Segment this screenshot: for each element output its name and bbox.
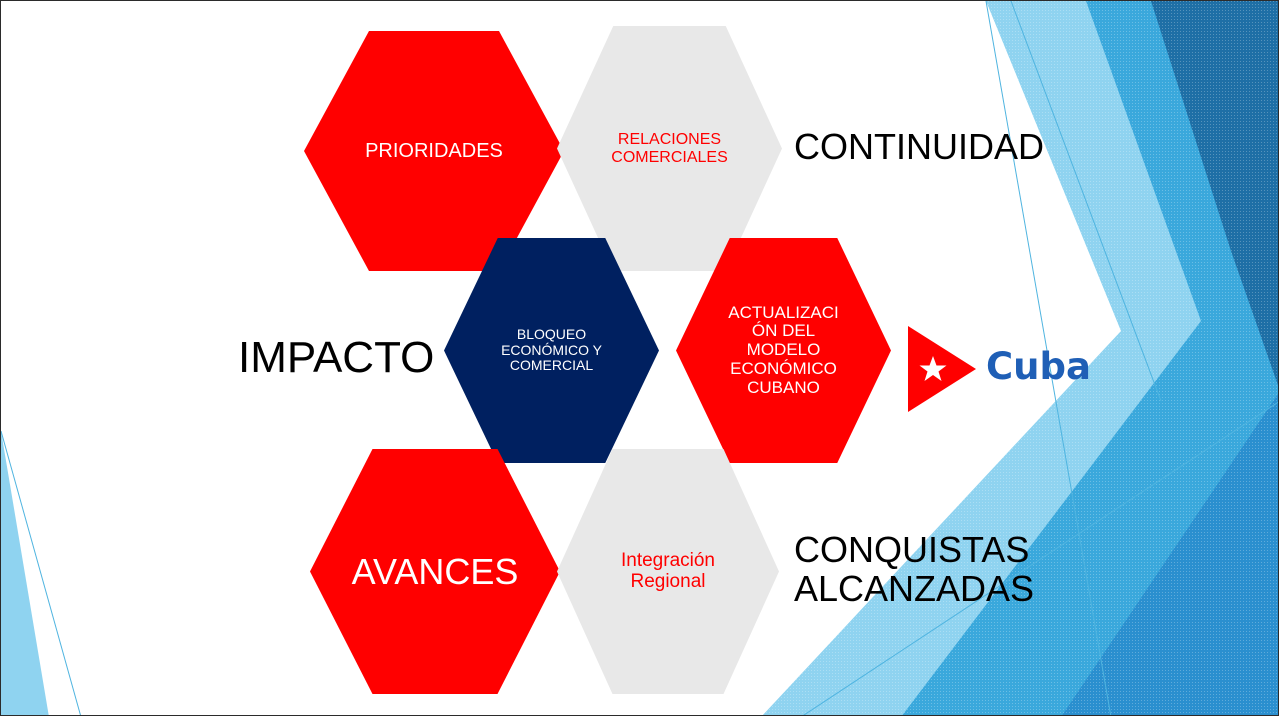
hexagon-bloqueo-label-line3: COMERCIAL — [509, 357, 594, 374]
cuba-logo — [908, 326, 976, 412]
hexagon-relaciones-label-line1: RELACIONES — [617, 130, 722, 148]
bg-shape-left — [1, 431, 49, 715]
bg-line — [985, 1, 1112, 715]
hexagon-bloqueo-label-line2: ECONÓMICO Y — [501, 341, 602, 358]
hexagon-prioridades-label: PRIORIDADES — [365, 140, 503, 162]
label-impacto: IMPACTO — [238, 333, 435, 382]
hexagon-actualizacion-label-line2: ÓN DEL — [751, 321, 816, 341]
label-conquistas-line2: ALCANZADAS — [794, 567, 1035, 609]
hexagon-avances-label: AVANCES — [351, 550, 519, 592]
bg-line — [1010, 1, 1162, 402]
bg-line — [803, 401, 1278, 715]
hexagon-actualizacion-label-line4: ECONÓMICO — [730, 358, 837, 378]
hexagon-integracion-label-line2: Regional — [630, 570, 706, 592]
star-icon — [919, 356, 947, 381]
label-conquistas: CONQUISTAS ALCANZADAS — [794, 529, 1035, 609]
hexagon-bloqueo-label-line1: BLOQUEO — [516, 326, 587, 343]
logo-text: Cuba — [986, 345, 1091, 388]
bg-line — [1, 430, 81, 715]
hexagon-actualizacion-label-line5: CUBANO — [747, 377, 820, 397]
logo-triangle — [908, 326, 976, 412]
hexagon-relaciones-label-line2: COMERCIALES — [611, 148, 728, 166]
label-continuidad: CONTINUIDAD — [794, 126, 1044, 167]
hexagon-actualizacion-label-line3: MODELO — [746, 340, 821, 360]
label-conquistas-line1: CONQUISTAS — [794, 529, 1030, 570]
hexagon-actualizacion-label-line1: ACTUALIZACI — [728, 302, 839, 322]
hexagon-integracion-label-line1: Integración — [620, 549, 715, 571]
